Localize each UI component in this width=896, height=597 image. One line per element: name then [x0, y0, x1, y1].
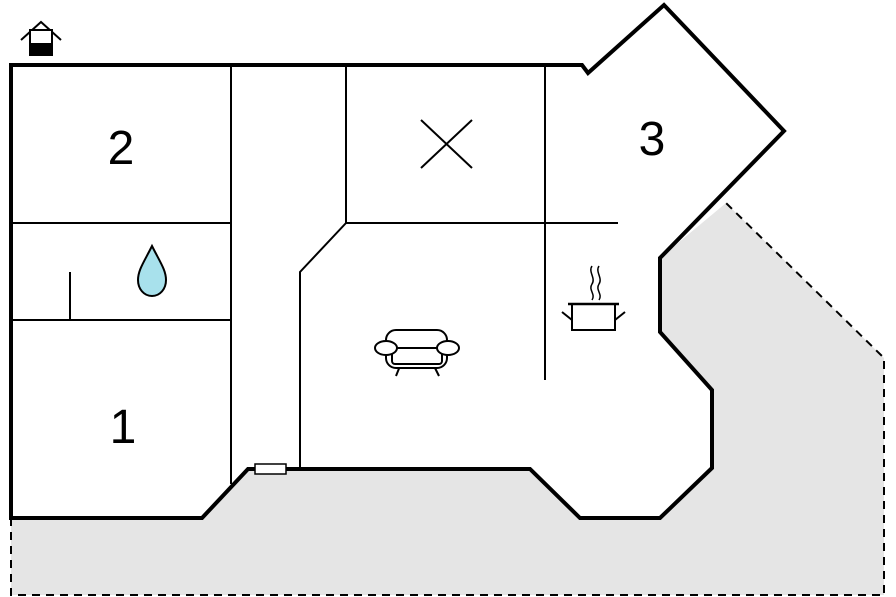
room-label-2: 2 [108, 122, 135, 175]
cross-mark-icon [420, 119, 473, 169]
terrace-outline [10, 202, 885, 596]
water-drop-icon [136, 243, 168, 298]
sofa-icon [374, 329, 460, 377]
interior-walls [11, 66, 618, 484]
room-label-3: 3 [639, 113, 666, 166]
terrace-area [11, 203, 884, 595]
house-entrance-icon [20, 20, 62, 56]
floor-area [11, 5, 784, 518]
room-label-1: 1 [110, 401, 137, 454]
door-icon [254, 463, 287, 475]
exterior-walls [9, 2, 787, 520]
cooking-pot-icon [561, 265, 626, 331]
